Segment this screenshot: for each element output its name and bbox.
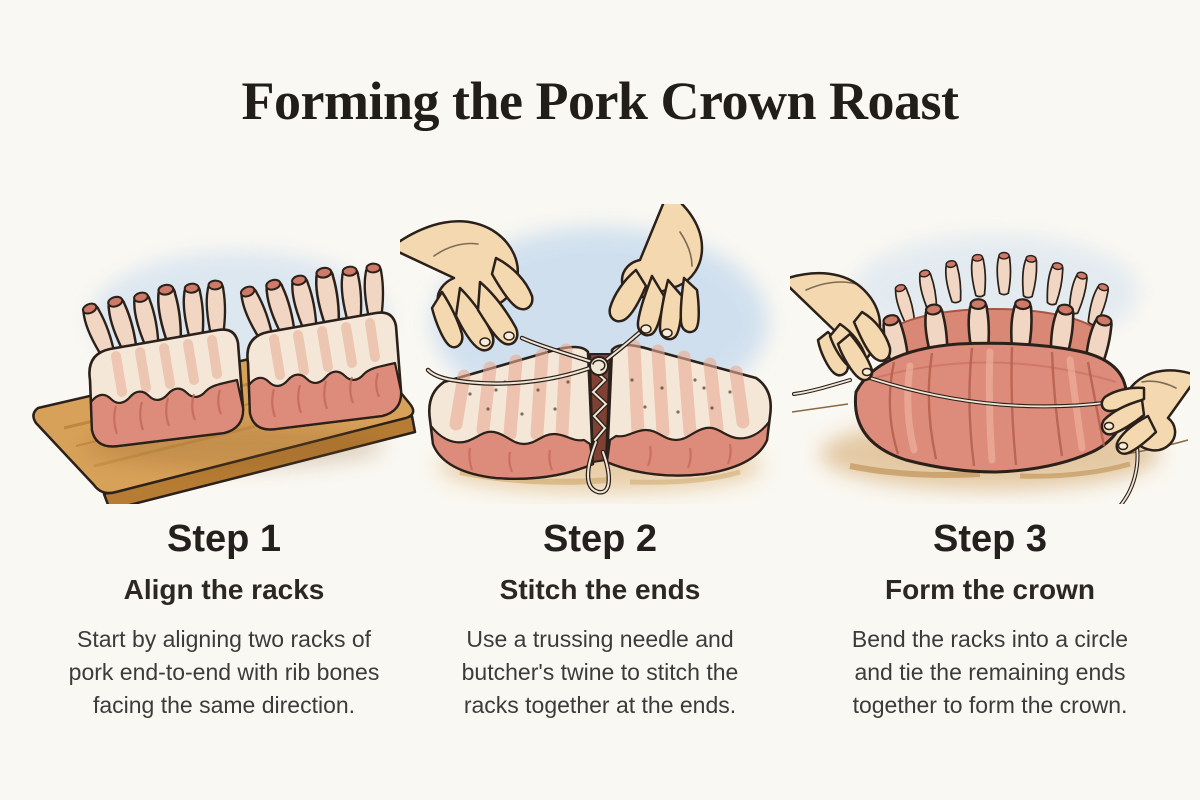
pork-rack-left bbox=[77, 279, 245, 448]
step-1-column: Step 1 Align the racks Start by aligning… bbox=[24, 204, 424, 722]
step-3-illustration bbox=[790, 234, 1190, 504]
step-3-description: Bend the racks into a circle and tie the… bbox=[790, 623, 1190, 722]
step-2-illustration bbox=[400, 204, 772, 495]
step-1-desc-line-3: facing the same direction. bbox=[92, 692, 356, 718]
step-2-desc-line-3: racks together at the ends. bbox=[463, 692, 737, 718]
twine bbox=[425, 326, 647, 495]
right-hand bbox=[1100, 369, 1190, 455]
steps-row: Step 1 Align the racks Start by aligning… bbox=[0, 204, 1200, 722]
step-2-desc-line-1: Use a trussing needle and bbox=[466, 626, 734, 652]
step-2-description: Use a trussing needle and butcher's twin… bbox=[400, 623, 800, 722]
step-2-column: Step 2 Stitch the ends Use a trussing ne… bbox=[400, 204, 800, 722]
crown-roast-body bbox=[853, 341, 1128, 474]
step-3-desc-line-1: Bend the racks into a circle bbox=[851, 626, 1129, 652]
step-1-desc-line-1: Start by aligning two racks of bbox=[76, 626, 372, 652]
left-hand bbox=[790, 271, 892, 382]
pepper-specks bbox=[468, 380, 570, 416]
left-hand bbox=[400, 220, 534, 352]
step-2-desc-line-2: butcher's twine to stitch the bbox=[461, 659, 739, 685]
step-2-label: Step 2 bbox=[542, 518, 658, 560]
step-3-label: Step 3 bbox=[932, 518, 1048, 560]
step-1-figure bbox=[24, 204, 424, 504]
step-1-subtitle: Align the racks bbox=[123, 574, 325, 605]
step-1-desc-line-2: pork end-to-end with rib bones bbox=[68, 659, 380, 685]
step-3-desc-line-2: and tie the remaining ends bbox=[854, 659, 1126, 685]
pork-rack-right-end bbox=[605, 339, 772, 477]
right-hand bbox=[608, 204, 704, 341]
step-3-subtitle: Form the crown bbox=[884, 574, 1095, 605]
step-2-figure bbox=[400, 204, 800, 504]
step-1-illustration bbox=[32, 251, 417, 504]
page-title: Forming the Pork Crown Roast bbox=[241, 71, 959, 131]
step-1-description: Start by aligning two racks of pork end-… bbox=[24, 623, 424, 722]
step-3-column: Step 3 Form the crown Bend the racks int… bbox=[790, 204, 1190, 722]
step-2-subtitle: Stitch the ends bbox=[499, 574, 701, 605]
step-3-desc-line-3: together to form the crown. bbox=[852, 692, 1128, 718]
pepper-specks bbox=[630, 378, 732, 414]
step-3-figure bbox=[790, 204, 1190, 504]
step-1-label: Step 1 bbox=[166, 518, 282, 560]
